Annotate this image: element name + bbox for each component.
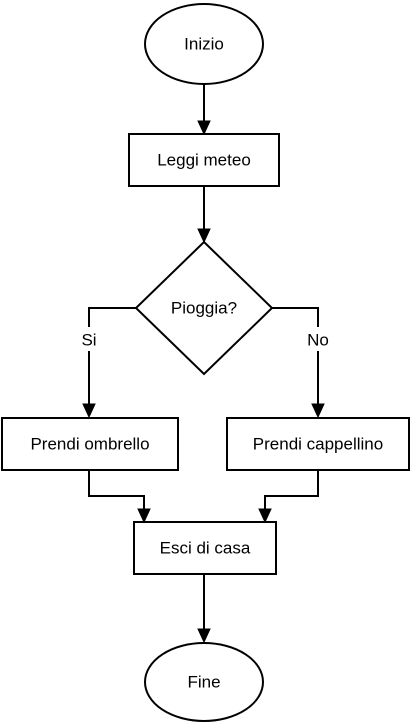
edge-start-to-read (197, 84, 211, 136)
edge-decision-to-hat (272, 307, 325, 419)
node-take-umbrella: Prendi ombrello (1, 417, 179, 471)
edge-decision-to-umbrella (82, 307, 136, 419)
node-exit-house: Esci di casa (133, 521, 277, 575)
node-start: Inizio (144, 3, 264, 85)
node-end-label: Fine (187, 673, 220, 692)
node-take-umbrella-label: Prendi ombrello (30, 435, 149, 454)
node-read-weather: Leggi meteo (128, 133, 280, 187)
edge-hat-to-exit (258, 470, 319, 524)
node-end: Fine (144, 642, 264, 722)
node-exit-house-label: Esci di casa (160, 539, 251, 558)
node-decision-rain-label: Pioggia? (171, 299, 237, 318)
edge-label-no: No (307, 331, 329, 350)
edge-exit-to-end (197, 574, 211, 644)
edge-umbrella-to-exit (88, 470, 151, 524)
node-take-hat-label: Prendi cappellino (253, 435, 383, 454)
edges (82, 84, 325, 644)
edge-read-to-decision (197, 186, 211, 244)
node-take-hat: Prendi cappellino (226, 417, 410, 471)
node-read-weather-label: Leggi meteo (157, 151, 251, 170)
nodes: Inizio Leggi meteo Pioggia? Prendi ombre… (1, 3, 410, 722)
edge-labels: Si No (77, 327, 333, 351)
edge-label-yes: Si (81, 331, 96, 350)
node-start-label: Inizio (184, 35, 224, 54)
node-decision-rain: Pioggia? (134, 240, 274, 376)
